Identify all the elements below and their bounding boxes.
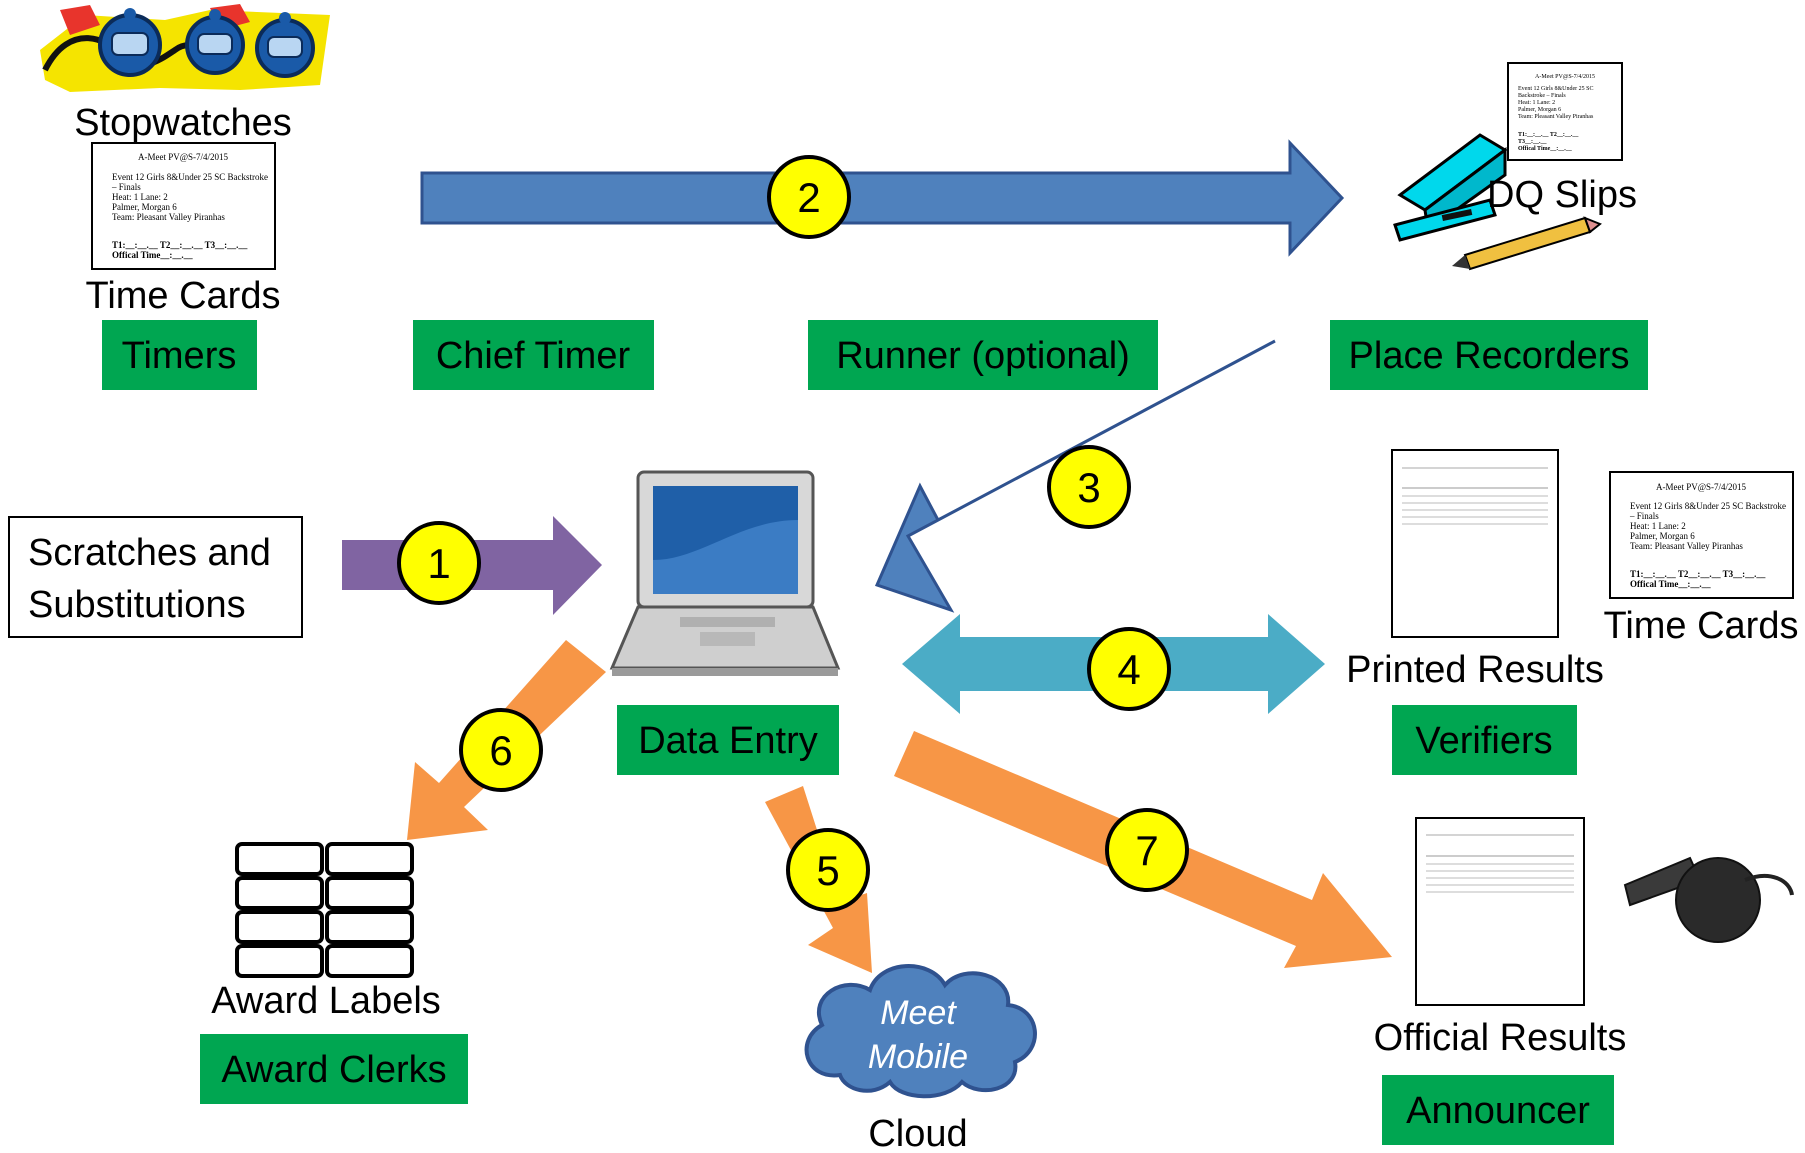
svg-text:Substitutions: Substitutions	[28, 584, 246, 626]
svg-text:5: 5	[816, 847, 839, 894]
step-badge-7: 7	[1105, 808, 1189, 892]
label-grid-icon	[235, 842, 414, 978]
dq-slip-card: A-Meet PV@S-7/4/2015 Event 12 Girls 8&Un…	[1507, 62, 1623, 161]
step-badge-3: 3	[1047, 445, 1131, 529]
svg-text:Event 12 Girls 8&Under 25 SC B: Event 12 Girls 8&Under 25 SC Backstroke	[112, 172, 268, 182]
svg-text:Runner (optional): Runner (optional)	[836, 335, 1130, 377]
role-runner: Runner (optional)	[808, 320, 1158, 390]
time-card-right: A-Meet PV@S-7/4/2015 Event 12 Girls 8&Un…	[1609, 471, 1794, 599]
svg-text:Scratches and: Scratches and	[28, 532, 271, 574]
cloud-label: Cloud	[868, 1113, 967, 1153]
svg-text:Palmer, Morgan 6: Palmer, Morgan 6	[1518, 107, 1561, 113]
role-chief-timer: Chief Timer	[413, 320, 654, 390]
official-results-sheet	[1415, 817, 1585, 1006]
scratches-box: Scratches and Substitutions	[8, 516, 303, 638]
step-badge-1: 1	[397, 521, 481, 605]
stopwatch-icon	[98, 8, 162, 77]
svg-text:A-Meet PV@S-7/4/2015: A-Meet PV@S-7/4/2015	[1656, 482, 1747, 492]
svg-text:Heat: 1 Lane: 2: Heat: 1 Lane: 2	[112, 192, 168, 202]
svg-text:Offical Time__:__.__: Offical Time__:__.__	[1518, 146, 1573, 152]
svg-text:6: 6	[489, 727, 512, 774]
step-badge-2: 2	[767, 155, 851, 239]
svg-text:Award Clerks: Award Clerks	[221, 1049, 446, 1091]
svg-text:Heat: 1 Lane: 2: Heat: 1 Lane: 2	[1630, 521, 1686, 531]
cloud-icon	[804, 964, 1037, 1099]
svg-text:2: 2	[797, 174, 820, 221]
svg-text:Place Recorders: Place Recorders	[1349, 335, 1630, 377]
svg-text:Verifiers: Verifiers	[1415, 720, 1552, 762]
svg-text:3: 3	[1077, 464, 1100, 511]
role-data-entry: Data Entry	[617, 705, 839, 775]
time-cards-right-label: Time Cards	[1604, 605, 1799, 647]
svg-text:T3__:__.__: T3__:__.__	[1518, 139, 1548, 145]
svg-text:Data Entry: Data Entry	[638, 720, 818, 762]
award-labels-label: Award Labels	[211, 980, 441, 1022]
official-results-label: Official Results	[1374, 1017, 1627, 1059]
svg-text:1: 1	[427, 540, 450, 587]
stopwatch-icon	[255, 12, 315, 78]
meet-mobile-label-line1: Meet	[880, 994, 957, 1032]
step-badge-6: 6	[459, 708, 543, 792]
svg-text:– Finals: – Finals	[1629, 511, 1659, 521]
step-badge-5: 5	[786, 828, 870, 912]
svg-text:4: 4	[1117, 646, 1140, 693]
svg-text:T1:__:__.__ T2__:__.__ T3__: T1:__:__.__ T2__:__.__ T3__:__.__	[1630, 569, 1766, 579]
printed-results-label: Printed Results	[1346, 649, 1604, 691]
svg-text:A-Meet PV@S-7/4/2015: A-Meet PV@S-7/4/2015	[138, 152, 229, 162]
arrow-step-3	[874, 339, 1276, 613]
svg-text:A-Meet PV@S-7/4/2015: A-Meet PV@S-7/4/2015	[1535, 74, 1595, 80]
svg-text:Palmer, Morgan 6: Palmer, Morgan 6	[1630, 531, 1695, 541]
stopwatches-clipart	[40, 4, 330, 92]
svg-text:Timers: Timers	[122, 335, 237, 377]
svg-text:Team: Pleasant Valley Piranhas: Team: Pleasant Valley Piranhas	[112, 212, 225, 222]
meet-mobile-label-line2: Mobile	[868, 1038, 968, 1076]
pencil-icon	[1452, 216, 1602, 271]
svg-text:Announcer: Announcer	[1406, 1090, 1590, 1132]
svg-text:– Finals: – Finals	[111, 182, 141, 192]
svg-text:Palmer, Morgan 6: Palmer, Morgan 6	[112, 202, 177, 212]
stopwatches-label: Stopwatches	[74, 102, 292, 144]
svg-text:Event 12 Girls 8&Under 25 SC: Event 12 Girls 8&Under 25 SC	[1518, 86, 1594, 92]
time-card-left: A-Meet PV@S-7/4/2015 Event 12 Girls 8&Un…	[91, 142, 276, 270]
printed-results-sheet	[1391, 449, 1559, 638]
laptop-icon	[609, 470, 841, 676]
svg-text:Team: Pleasant Valley Piranhas: Team: Pleasant Valley Piranhas	[1630, 541, 1743, 551]
dq-slips-label: DQ Slips	[1487, 174, 1637, 216]
svg-text:Team: Pleasant Valley Piranhas: Team: Pleasant Valley Piranhas	[1518, 114, 1594, 120]
role-timers: Timers	[102, 320, 257, 390]
svg-text:Heat: 1 Lane: 2: Heat: 1 Lane: 2	[1518, 100, 1555, 106]
stapler-icon	[1393, 133, 1508, 242]
svg-text:7: 7	[1135, 827, 1158, 874]
role-verifiers: Verifiers	[1392, 705, 1577, 775]
svg-text:Chief Timer: Chief Timer	[436, 335, 631, 377]
svg-text:Offical Time__:__.__: Offical Time__:__.__	[112, 250, 193, 260]
svg-text:T1:__:__.__ T2__:__.__: T1:__:__.__ T2__:__.__	[1518, 132, 1579, 138]
stopwatch-icon	[185, 9, 245, 75]
svg-text:T1:__:__.__ T2__:__.__ T3__: T1:__:__.__ T2__:__.__ T3__:__.__	[112, 240, 248, 250]
svg-text:Offical Time__:__.__: Offical Time__:__.__	[1630, 579, 1711, 589]
role-announcer: Announcer	[1382, 1075, 1614, 1145]
svg-text:Backstroke – Finals: Backstroke – Finals	[1518, 93, 1566, 99]
arrow-step-2	[420, 139, 1345, 257]
svg-text:Event 12 Girls 8&Under 25 SC B: Event 12 Girls 8&Under 25 SC Backstroke	[1630, 501, 1786, 511]
whistle-icon	[1623, 856, 1794, 943]
time-cards-label: Time Cards	[86, 275, 281, 317]
role-award-clerks: Award Clerks	[200, 1034, 468, 1104]
step-badge-4: 4	[1087, 627, 1171, 711]
role-place-recorders: Place Recorders	[1330, 320, 1648, 390]
